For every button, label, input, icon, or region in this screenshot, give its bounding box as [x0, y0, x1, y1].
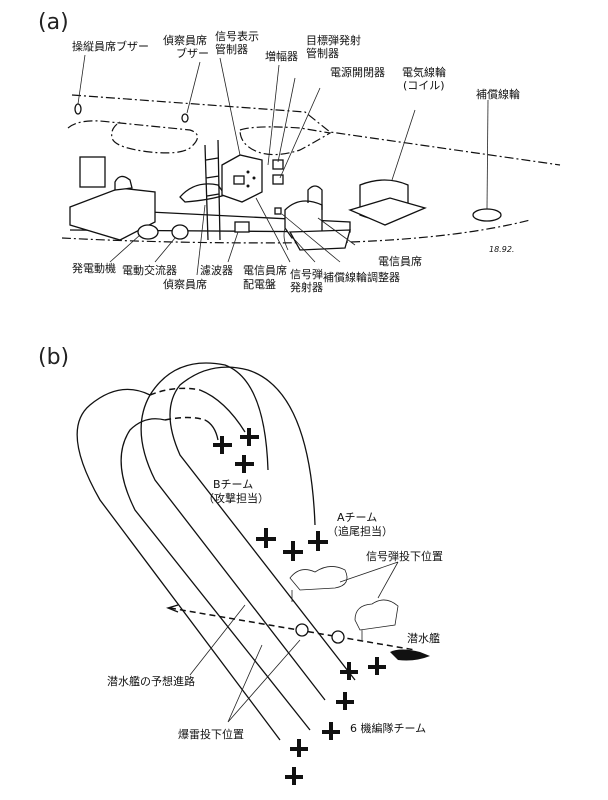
fuselage-top-line — [71, 94, 561, 166]
label-radio-operator-seat: 電信員席 — [378, 255, 422, 268]
radio-operator-platform — [288, 229, 351, 251]
canopy-outline-rear — [239, 126, 332, 156]
plane-icon — [285, 767, 303, 785]
label-compensating-coil: 補償線輪 — [476, 88, 520, 101]
panel-b-label: (b) — [38, 345, 70, 370]
plane-icon — [256, 528, 276, 548]
label-target-flare-1: 目標弾発射 — [306, 34, 361, 47]
plane-icon — [340, 662, 358, 680]
label-observer-buzzer-1: 偵察員席 — [163, 34, 207, 47]
generator — [137, 224, 159, 240]
label-observer-buzzer-2: ブザー — [176, 47, 209, 60]
headset — [114, 175, 133, 191]
flight-track-4 — [169, 366, 356, 681]
panel-a-label: (a) — [38, 10, 69, 35]
label-submarine: 潜水艦 — [407, 632, 440, 645]
flare-cloud-2 — [354, 599, 399, 640]
plane-icon — [213, 436, 232, 454]
leader-lines-a — [77, 54, 489, 276]
label-observer-seat: 偵察員席 — [163, 278, 207, 291]
power-switch — [272, 174, 284, 185]
label-pilot-buzzer: 操縦員席ブザー — [72, 40, 149, 53]
plane-icon — [322, 722, 340, 740]
seat-ladder — [204, 139, 221, 241]
flare-cloud-1 — [289, 566, 348, 602]
plane-icon — [290, 739, 308, 757]
motor-alternator — [171, 224, 189, 240]
label-signal-display-2: 管制器 — [215, 43, 248, 56]
label-predicted-course: 潜水艦の予想進路 — [107, 675, 195, 688]
predicted-course-arrow — [166, 604, 179, 613]
label-team-b-1: Bチーム — [213, 478, 254, 491]
label-target-flare-2: 管制器 — [306, 47, 339, 60]
flight-track-3 — [140, 362, 326, 701]
label-formation: 6 機編隊チーム — [350, 722, 427, 735]
label-flare-launcher-1: 信号弾 — [290, 268, 323, 281]
comp-coil-adjuster — [274, 207, 282, 215]
label-flare-drop: 信号弾投下位置 — [366, 550, 443, 563]
leader-lines-b — [189, 604, 301, 723]
observer-buzzer — [181, 113, 189, 123]
team-a-planes — [256, 528, 328, 561]
flight-track-1-dashed — [149, 387, 201, 396]
floor-line — [69, 207, 351, 233]
label-team-a-1: Aチーム — [337, 511, 378, 524]
label-flare-launcher-2: 発射器 — [290, 281, 323, 294]
plane-icon — [336, 692, 354, 710]
depth-charge-marker — [331, 630, 345, 644]
label-amplifier: 増幅器 — [265, 50, 298, 63]
label-signal-display-1: 信号表示 — [215, 30, 259, 43]
plane-icon — [283, 541, 303, 561]
label-power-switch: 電源開閉器 — [330, 66, 385, 79]
canopy-outline-front — [67, 120, 199, 154]
label-generator: 発電動機 — [72, 262, 116, 275]
flare-drop-arrows — [339, 561, 399, 599]
amplifier — [233, 175, 245, 185]
filter-box — [234, 221, 250, 233]
label-depth-charge-drop: 爆雷投下位置 — [178, 728, 244, 741]
predicted-course-line — [169, 607, 416, 651]
plane-icon — [240, 428, 259, 446]
label-radio-panel-2: 配電盤 — [243, 278, 276, 291]
label-team-b-2: （攻撃担当） — [203, 492, 269, 505]
artist-signature: 18.92. — [489, 245, 515, 254]
label-motor-alternator: 電動交流器 — [122, 264, 177, 277]
label-team-a-2: （追尾担当） — [327, 525, 393, 538]
plane-icon — [308, 531, 328, 551]
flare-launcher — [283, 227, 289, 251]
flight-track-2 — [120, 418, 311, 731]
radio-set-box — [79, 156, 106, 188]
plane-icon — [235, 455, 254, 473]
plane-icon — [368, 657, 386, 675]
label-electric-coil-2: (コイル) — [403, 79, 445, 92]
formation-planes — [285, 657, 386, 785]
depth-charge-marker — [295, 623, 309, 637]
label-filter: 濾波器 — [200, 264, 233, 277]
label-comp-coil-adjuster: 補償線輪調整器 — [323, 271, 400, 284]
coil-base-plate — [348, 197, 427, 226]
label-electric-coil-1: 電気線輪 — [402, 66, 446, 79]
team-b-planes — [213, 428, 259, 473]
label-radio-panel-1: 電信員席 — [243, 264, 287, 277]
submarine-icon — [390, 649, 430, 661]
flight-track-1 — [76, 388, 281, 741]
